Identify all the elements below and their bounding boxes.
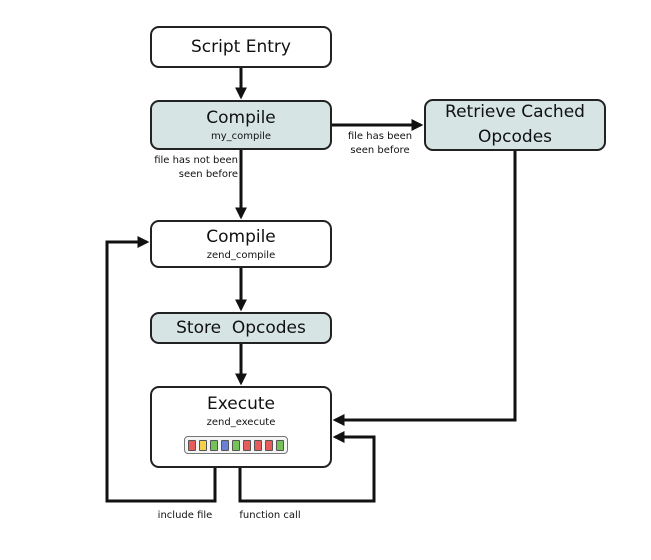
opcode-cell <box>276 439 284 451</box>
arrow-function-call-loop <box>238 431 376 503</box>
execute-subtitle: zend_execute <box>206 417 276 428</box>
script-entry-title: Script Entry <box>191 37 291 57</box>
opcode-cell <box>265 439 273 451</box>
compile-my-compile-subtitle: my_compile <box>210 130 272 142</box>
label-file-seen-line2: seen before <box>350 145 410 156</box>
retrieve-title-line2: Opcodes <box>477 127 553 147</box>
execute-title: Execute <box>207 394 275 414</box>
script-entry-box: Script Entry <box>150 26 332 68</box>
label-function-call: function call <box>239 510 301 521</box>
opcode-cell <box>243 439 251 451</box>
opcode-cell <box>232 439 240 451</box>
label-file-seen-line1: file has been <box>347 131 413 142</box>
opcode-cell <box>254 439 262 451</box>
execute-box: Execute zend_execute <box>150 386 332 468</box>
retrieve-title-line1: Retrieve Cached <box>445 102 585 122</box>
arrow-retrieve-to-execute <box>332 151 517 426</box>
compile-my-compile-box: Compile my_compile <box>150 100 332 150</box>
label-file-not-seen-line2: seen before <box>178 169 238 180</box>
compile-my-compile-title: Compile <box>206 107 276 128</box>
opcode-cell <box>188 439 196 451</box>
compile-zend-compile-subtitle: zend_compile <box>206 249 276 261</box>
label-file-seen: file has been seen before <box>335 130 425 158</box>
compile-zend-compile-box: Compile zend_compile <box>150 220 332 268</box>
label-file-not-seen: file has not been seen before <box>138 154 238 182</box>
label-file-not-seen-line1: file has not been <box>154 155 238 166</box>
opcode-cell <box>221 439 229 451</box>
opcode-cell <box>210 439 218 451</box>
store-opcodes-box: Store Opcodes <box>150 312 332 344</box>
opcode-array <box>184 436 288 454</box>
compile-zend-compile-title: Compile <box>206 226 276 247</box>
store-opcodes-title: Store Opcodes <box>176 318 306 338</box>
retrieve-cached-opcodes-box: Retrieve Cached Opcodes <box>424 99 606 151</box>
label-include-file: include file <box>157 510 213 521</box>
opcode-cell <box>199 439 207 451</box>
arrow-include-file-loop <box>105 236 217 503</box>
